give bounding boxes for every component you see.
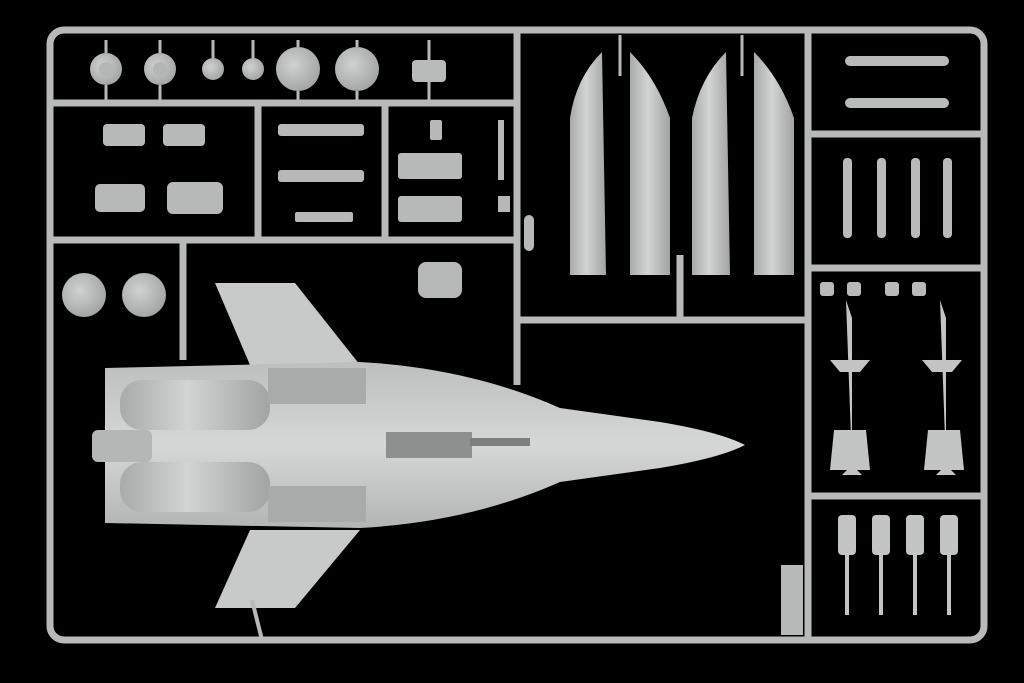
- small-parts: [95, 120, 534, 298]
- round-parts: [62, 273, 166, 317]
- sprue-frame: [46, 26, 988, 644]
- wheel-discs: [90, 40, 446, 103]
- sprue-tag: [781, 565, 803, 635]
- missiles: [830, 300, 964, 615]
- engine-nacelle-halves: [570, 52, 794, 275]
- pylons: [820, 56, 952, 296]
- fuselage-part: [92, 283, 745, 641]
